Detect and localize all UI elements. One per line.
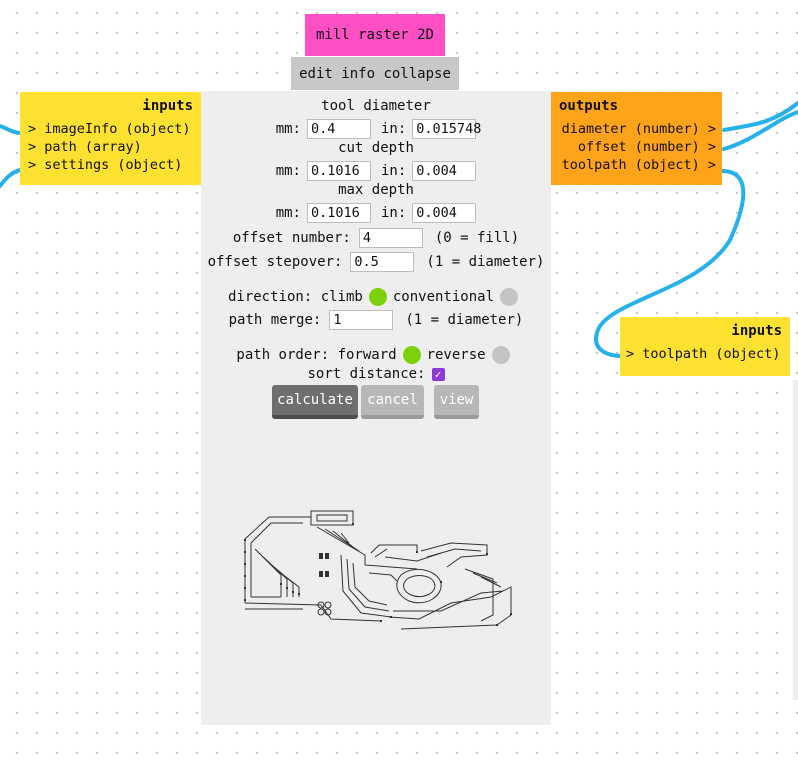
max-depth-row: mm: 0.1016 in: 0.004 xyxy=(201,203,551,223)
max-depth-mm-label: mm: xyxy=(275,205,301,221)
trace xyxy=(254,548,300,597)
cut-depth-in-input[interactable]: 0.004 xyxy=(412,161,477,181)
path-order-row: path order: forward reverse xyxy=(201,346,551,364)
tool-diameter-mm-label: mm: xyxy=(275,121,301,137)
cut-depth-in-label: in: xyxy=(381,163,407,179)
cut-depth-mm-label: mm: xyxy=(275,163,301,179)
next-module-inputs-panel: inputs > toolpath (object) xyxy=(620,317,790,376)
inputs-heading: inputs xyxy=(142,98,193,114)
offset-stepover-hint: (1 = diameter) xyxy=(426,254,545,270)
wire-out-offset xyxy=(722,110,798,151)
output-port-toolpath[interactable]: toolpath (object) > xyxy=(561,157,716,173)
offset-number-hint: (0 = fill) xyxy=(434,230,520,246)
cut-depth-heading: cut depth xyxy=(338,140,414,156)
offset-number-row: offset number: 4 (0 = fill) xyxy=(201,228,551,248)
cut-depth-row: mm: 0.1016 in: 0.004 xyxy=(201,161,551,181)
inputs-panel: inputs > imageInfo (object) > path (arra… xyxy=(20,92,201,185)
edit-link[interactable]: edit xyxy=(299,65,333,82)
module-title[interactable]: mill raster 2D xyxy=(305,14,445,56)
outputs-panel: outputs diameter (number) > offset (numb… xyxy=(551,92,722,185)
trace xyxy=(340,554,392,618)
view-button[interactable]: view xyxy=(434,385,479,419)
module-controls-bar: edit info collapse xyxy=(291,57,459,90)
path-merge-input[interactable]: 1 xyxy=(329,310,394,330)
wire-in-bottom xyxy=(0,168,22,188)
path-merge-row: path merge: 1 (1 = diameter) xyxy=(201,310,551,330)
tool-diameter-row: mm: 0.4 in: 0.015748 xyxy=(201,119,551,139)
input-port-path[interactable]: > path (array) xyxy=(28,139,142,155)
trace xyxy=(388,586,512,630)
cancel-button[interactable]: cancel xyxy=(361,385,424,419)
next-input-port-toolpath[interactable]: > toolpath (object) xyxy=(626,346,781,362)
path-merge-hint: (1 = diameter) xyxy=(405,312,524,328)
path-merge-label: path merge: xyxy=(228,312,322,328)
offset-number-input[interactable]: 4 xyxy=(358,228,423,248)
tool-diameter-heading: tool diameter xyxy=(321,98,431,114)
output-port-diameter[interactable]: diameter (number) > xyxy=(561,121,716,137)
module-title-text: mill raster 2D xyxy=(315,27,434,43)
next-module-body-edge xyxy=(793,380,798,700)
wire-in-top xyxy=(0,124,22,135)
info-link[interactable]: info xyxy=(341,65,375,82)
trace xyxy=(244,516,311,603)
offset-number-label: offset number: xyxy=(232,230,351,246)
sort-distance-label: sort distance: xyxy=(307,366,426,382)
trace xyxy=(420,542,488,568)
path-order-label: path order: xyxy=(236,347,330,363)
path-order-reverse-label: reverse xyxy=(426,347,486,363)
direction-climb-label: climb xyxy=(320,289,363,305)
input-port-imageinfo[interactable]: > imageInfo (object) xyxy=(28,121,191,137)
max-depth-in-input[interactable]: 0.004 xyxy=(412,203,477,223)
output-port-offset[interactable]: offset (number) > xyxy=(577,139,716,155)
offset-stepover-label: offset stepover: xyxy=(207,254,343,270)
direction-label: direction: xyxy=(227,289,313,305)
trace xyxy=(403,575,436,598)
trace xyxy=(464,568,502,622)
direction-conventional-radio[interactable] xyxy=(500,288,519,306)
trace xyxy=(316,526,366,565)
wire-out-diameter xyxy=(722,101,798,132)
path-order-reverse-radio[interactable] xyxy=(491,346,510,364)
calculate-button[interactable]: calculate xyxy=(272,385,358,419)
direction-climb-radio[interactable] xyxy=(368,288,387,306)
outputs-heading: outputs xyxy=(559,98,619,114)
path-order-forward-label: forward xyxy=(337,347,397,363)
trace xyxy=(370,544,442,562)
path-order-forward-radio[interactable] xyxy=(402,346,421,364)
input-port-settings[interactable]: > settings (object) xyxy=(28,157,183,173)
trace xyxy=(244,596,382,622)
max-depth-in-label: in: xyxy=(381,205,407,221)
direction-row: direction: climb conventional xyxy=(201,288,551,306)
trace xyxy=(396,568,442,604)
tool-diameter-in-input[interactable]: 0.015748 xyxy=(412,119,481,139)
collapse-link[interactable]: collapse xyxy=(383,65,451,82)
pcb-toolpath-preview xyxy=(244,510,512,630)
sort-distance-row: sort distance: ✓ xyxy=(201,366,551,382)
sort-distance-checkbox[interactable]: ✓ xyxy=(431,367,445,381)
trace xyxy=(310,510,354,526)
offset-stepover-row: offset stepover: 0.5 (1 = diameter) xyxy=(201,252,551,272)
module-panel: tool diameter mm: 0.4 in: 0.015748 cut d… xyxy=(201,91,551,725)
cut-depth-mm-input[interactable]: 0.1016 xyxy=(307,161,371,181)
tool-diameter-in-label: in: xyxy=(381,121,407,137)
max-depth-mm-input[interactable]: 0.1016 xyxy=(307,203,371,223)
wire-out-toolpath xyxy=(594,169,746,358)
offset-stepover-input[interactable]: 0.5 xyxy=(350,252,415,272)
tool-diameter-mm-input[interactable]: 0.4 xyxy=(307,119,371,139)
trace xyxy=(364,564,418,582)
next-inputs-heading: inputs xyxy=(731,323,782,339)
direction-conventional-label: conventional xyxy=(392,289,495,305)
max-depth-heading: max depth xyxy=(338,182,414,198)
